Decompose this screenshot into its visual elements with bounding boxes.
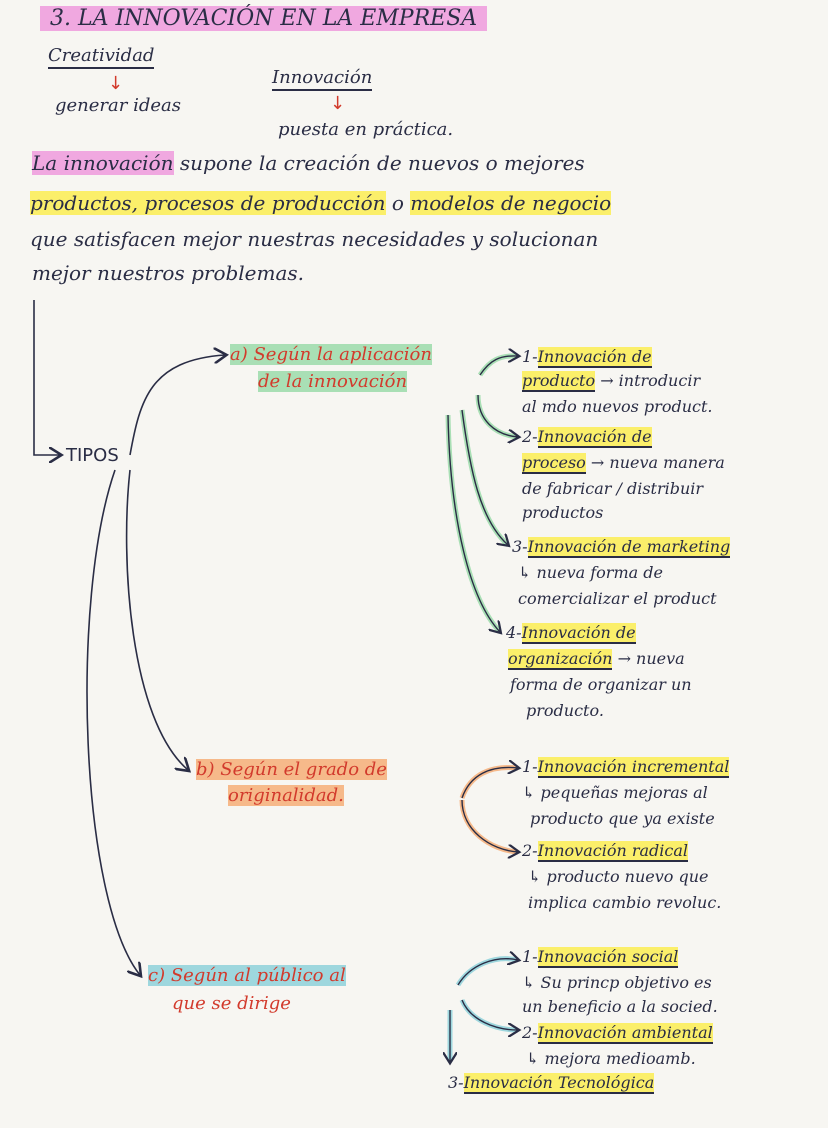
group-a-item-4-desc: forma de organizar un <box>510 675 692 694</box>
group-c-label-1: c) Según al público al <box>148 965 346 986</box>
group-a-item-2-title: 2-Innovación de <box>522 427 652 448</box>
group-c-item-2-desc: ↳ mejora medioamb. <box>526 1049 696 1068</box>
group-a-item-1-line2: producto → introducir <box>522 371 701 392</box>
group-a-item-4-title: 4-Innovación de <box>506 623 636 644</box>
group-c-item-1-desc-2: un beneficio a la socied. <box>522 997 718 1016</box>
definition-line-3: que satisfacen mejor nuestras necesidade… <box>30 227 599 251</box>
group-b-item-2-desc-2: implica cambio revoluc. <box>528 893 722 912</box>
group-c-label-2: que se dirige <box>172 993 291 1014</box>
group-a-item-2-desc: de fabricar / distribuir <box>522 479 704 498</box>
definition-lead: La innovación <box>32 151 174 175</box>
definition-line1-rest: supone la creación de nuevos o mejores <box>173 151 585 175</box>
group-a-item-4-desc-2: producto. <box>526 701 604 720</box>
group-a-label-2: de la innovación <box>258 371 408 392</box>
group-b-item-2-desc: ↳ producto nuevo que <box>528 867 709 886</box>
arrow-down-icon: ↓ <box>330 93 346 114</box>
group-a-item-3-title: 3-Innovación de marketing <box>512 537 731 558</box>
concept-innovacion-text: puesta en práctica. <box>278 119 454 140</box>
page-title: 3. LA INNOVACIÓN EN LA EMPRESA <box>40 6 488 32</box>
concept-creatividad-heading: Creatividad <box>48 45 155 69</box>
group-b-item-1-desc-2: producto que ya existe <box>530 809 715 828</box>
group-a-item-1-title: 1-Innovación de <box>522 347 652 368</box>
group-c-item-1-desc: ↳ Su princp objetivo es <box>522 973 712 992</box>
group-a-item-3-desc: ↳ nueva forma de <box>518 563 663 582</box>
definition-business-models: modelos de negocio <box>410 191 612 215</box>
definition-line-4: mejor nuestros problemas. <box>32 261 305 285</box>
definition-line-2: productos, procesos de producción o mode… <box>30 191 612 215</box>
group-b-item-1-title: 1-Innovación incremental <box>522 757 730 778</box>
definition-conjunction: o <box>385 191 411 215</box>
group-c-item-2-title: 2-Innovación ambiental <box>522 1023 713 1044</box>
group-a-item-2-line2: proceso → nueva manera <box>522 453 725 474</box>
group-a-label-1: a) Según la aplicación <box>230 344 432 365</box>
group-b-label-2: originalidad. <box>228 785 344 806</box>
group-c-item-1-title: 1-Innovación social <box>522 947 679 968</box>
concept-innovacion-heading: Innovación <box>272 67 373 91</box>
definition-products-processes: productos, procesos de producción <box>30 191 386 215</box>
group-a-item-2-desc-2: productos <box>522 503 604 522</box>
group-a-item-3-desc-2: comercializar el product <box>518 589 717 608</box>
group-c-item-3-title: 3-Innovación Tecnológica <box>448 1073 655 1094</box>
concept-creatividad-text: generar ideas <box>55 95 181 116</box>
group-b-item-2-title: 2-Innovación radical <box>522 841 688 862</box>
group-b-item-1-desc: ↳ pequeñas mejoras al <box>522 783 708 802</box>
definition-line-1: La innovación supone la creación de nuev… <box>32 151 585 175</box>
group-a-item-4-line2: organización → nueva <box>508 649 685 670</box>
group-a-item-1-desc: al mdo nuevos product. <box>522 397 713 416</box>
group-b-label-1: b) Según el grado de <box>196 759 387 780</box>
tipos-label: TIPOS <box>66 445 119 466</box>
arrow-down-icon: ↓ <box>108 73 124 94</box>
